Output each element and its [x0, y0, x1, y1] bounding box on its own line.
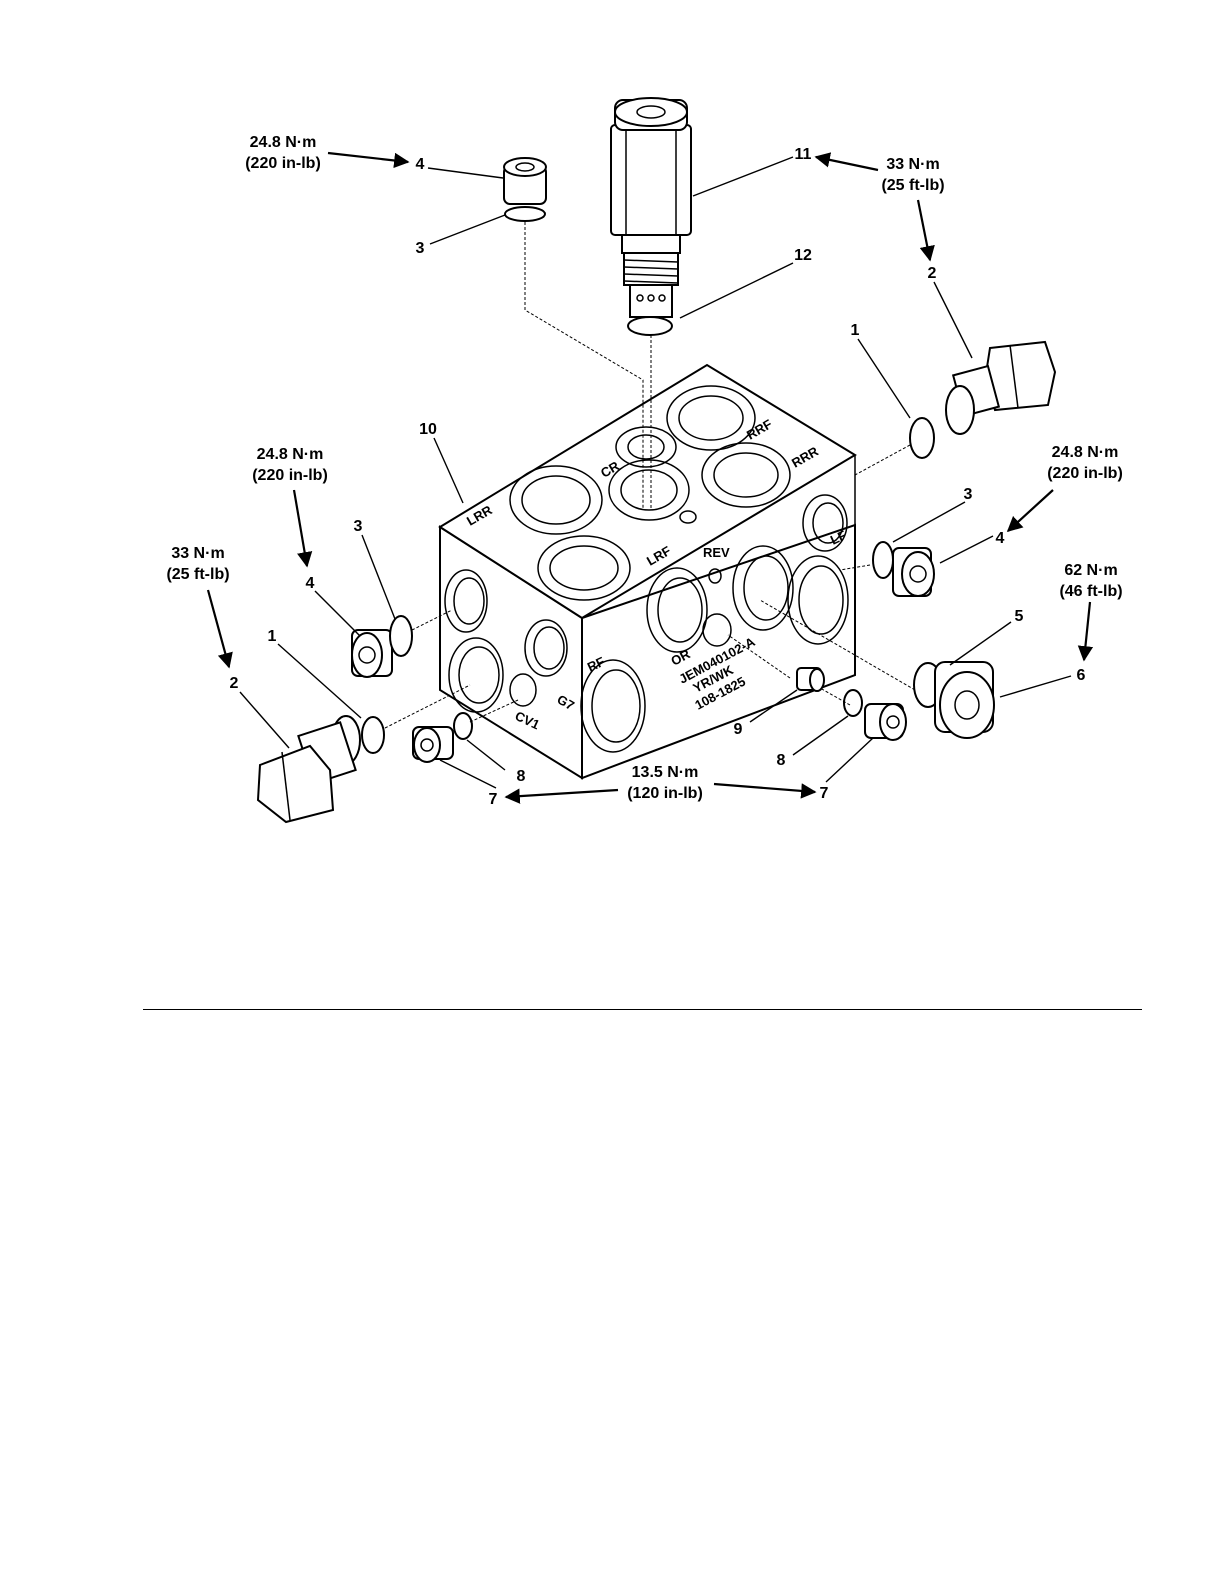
- torque-spec-top-right-nm: 33 N·m: [886, 156, 939, 173]
- o-ring-part-8-left: [454, 713, 472, 739]
- callout-8-right: 8: [777, 752, 786, 769]
- hydraulic-manifold-exploded-diagram: 24.8 N·m (220 in-lb) 33 N·m (25 ft-lb) 2…: [0, 0, 1224, 1000]
- cartridge-valve-part-11: [611, 98, 691, 317]
- callout-3-right: 3: [964, 486, 973, 503]
- callout-2-right: 2: [928, 265, 937, 282]
- o-ring-part-3-top: [505, 207, 545, 221]
- plug-part-2-left: [258, 716, 360, 822]
- horizontal-divider: [143, 1009, 1142, 1010]
- torque-spec-far-left-nm: 33 N·m: [171, 545, 224, 562]
- seal-part-12: [628, 317, 672, 335]
- torque-spec-mid-right-imperial: (220 in-lb): [1047, 465, 1123, 482]
- callout-1-left: 1: [268, 628, 277, 645]
- callout-7-left: 7: [489, 791, 498, 808]
- orifice-part-9: [797, 668, 824, 691]
- manifold-block: [440, 365, 855, 778]
- callout-9: 9: [734, 721, 743, 738]
- torque-spec-mid-right-nm: 24.8 N·m: [1052, 444, 1119, 461]
- port-label-rev: REV: [703, 545, 730, 560]
- o-ring-part-3-right: [873, 542, 893, 578]
- callout-1-right: 1: [851, 322, 860, 339]
- callout-4-right: 4: [996, 530, 1005, 547]
- plug-part-2-right: [946, 342, 1055, 434]
- torque-spec-top-left-nm: 24.8 N·m: [250, 134, 317, 151]
- torque-spec-bottom-nm: 13.5 N·m: [632, 764, 699, 781]
- callout-2-left: 2: [230, 675, 239, 692]
- torque-spec-top-left-imperial: (220 in-lb): [245, 155, 321, 172]
- o-ring-part-1-left: [362, 717, 384, 753]
- callout-4-left: 4: [306, 575, 315, 592]
- o-ring-part-3-left: [390, 616, 412, 656]
- plug-part-4-top: [504, 158, 546, 204]
- callout-3-top: 3: [416, 240, 425, 257]
- plug-part-4-left: [352, 630, 392, 677]
- torque-spec-mid-left-imperial: (220 in-lb): [252, 467, 328, 484]
- torque-spec-mid-left-nm: 24.8 N·m: [257, 446, 324, 463]
- torque-spec-far-right-nm: 62 N·m: [1064, 562, 1117, 579]
- callout-11: 11: [795, 146, 812, 163]
- callout-4-top: 4: [416, 156, 425, 173]
- torque-spec-far-right-imperial: (46 ft-lb): [1059, 583, 1122, 600]
- plug-part-4-right: [893, 548, 934, 596]
- callout-3-left: 3: [354, 518, 363, 535]
- callout-10: 10: [419, 421, 437, 438]
- torque-spec-top-right-imperial: (25 ft-lb): [881, 177, 944, 194]
- o-ring-part-8-right: [844, 690, 862, 716]
- torque-spec-far-left-imperial: (25 ft-lb): [166, 566, 229, 583]
- callout-5: 5: [1015, 608, 1024, 625]
- o-ring-part-1-right: [910, 418, 934, 458]
- plug-part-7-left: [413, 727, 453, 762]
- callout-6: 6: [1077, 667, 1086, 684]
- plug-part-7-right: [865, 704, 906, 740]
- callout-8-left: 8: [517, 768, 526, 785]
- torque-spec-bottom-imperial: (120 in-lb): [627, 785, 703, 802]
- plug-part-6: [935, 662, 994, 738]
- callout-7-right: 7: [820, 785, 829, 802]
- callout-12: 12: [794, 247, 812, 264]
